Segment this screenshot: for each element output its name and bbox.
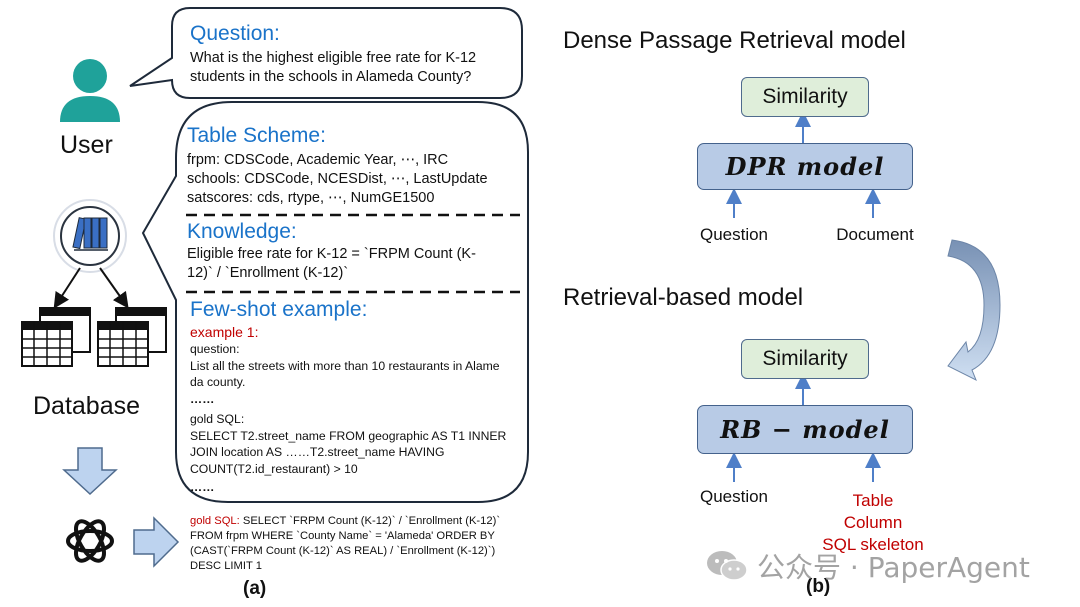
output-sql-1: SELECT `FRPM Count (K-12)` / `Enrollment… — [239, 515, 501, 527]
example-sql-1: SELECT T2.street_name FROM geographic AS… — [190, 428, 507, 443]
dpr-input-document: Document — [836, 225, 914, 244]
rb-input-structure: Table Column SQL skeleton — [808, 490, 938, 556]
right-arrow — [133, 516, 180, 568]
caption-b: (b) — [806, 576, 831, 597]
ellipsis-2: …… — [190, 480, 215, 494]
context-bubble — [141, 101, 529, 503]
gold-sql-label: gold SQL: — [190, 412, 245, 426]
watermark: 公众号 · PaperAgent — [705, 546, 1030, 586]
output-sql-block: gold SQL: SELECT `FRPM Count (K-12)` / `… — [190, 514, 500, 574]
question-label: question: — [190, 342, 240, 356]
knowledge-heading: Knowledge: — [187, 220, 297, 243]
dpr-model-box: DPR model — [697, 143, 913, 190]
caption-a: (a) — [243, 578, 267, 599]
rb-title: Retrieval-based model — [563, 284, 804, 311]
output-sql-3: (CAST(`FRPM Count (K-12)` AS REAL) / `En… — [190, 545, 496, 557]
table-icon-right — [97, 307, 167, 367]
output-sql-4: DESC LIMIT 1 — [190, 560, 262, 572]
rb-input-question: Question — [699, 487, 769, 506]
user-icon — [60, 59, 120, 122]
output-sql-2: FROM frpm WHERE `County Name` = 'Alameda… — [190, 530, 495, 542]
example-question-2: da county. — [190, 375, 246, 389]
knowledge-block: Knowledge: Eligible free rate for K-12 =… — [187, 220, 476, 283]
watermark-text: 公众号 · PaperAgent — [757, 551, 1030, 584]
output-gold-label: gold SQL: — [190, 515, 240, 527]
few-shot-block: Few-shot example: example 1: question: L… — [190, 298, 506, 496]
question-bubble — [129, 7, 523, 99]
example-sql-3: COUNT(T2.id_restaurant) > 10 — [190, 461, 358, 476]
table-icon-left — [21, 307, 91, 367]
question-text-2: students in the schools in Alameda Count… — [190, 69, 472, 85]
dpr-title: Dense Passage Retrieval model — [563, 27, 906, 54]
rb-similarity-box: Similarity — [741, 339, 869, 379]
example-label: example 1: — [190, 324, 259, 340]
user-label: User — [60, 131, 113, 159]
example-question-1: List all the streets with more than 10 r… — [190, 358, 500, 373]
rb-model-box: RB − model — [697, 405, 913, 454]
library-icon — [53, 199, 127, 273]
rb-input-table: Table — [852, 491, 894, 510]
question-block: Question: What is the highest eligible f… — [190, 22, 476, 87]
llm-logo-icon — [66, 519, 114, 563]
question-heading: Question: — [190, 22, 280, 45]
rb-input-column: Column — [843, 513, 903, 532]
rb-input-sql-skeleton: SQL skeleton — [822, 535, 924, 554]
table-scheme-heading: Table Scheme: — [187, 124, 326, 147]
wechat-icon — [707, 551, 748, 581]
database-label: Database — [33, 392, 141, 420]
dpr-input-question: Question — [699, 225, 769, 244]
table-scheme-line: satscores: cds, rtype, ⋯, NumGE1500 — [187, 190, 435, 206]
knowledge-line-2: 12)` / `Enrollment (K-12)` — [187, 265, 349, 281]
example-sql-2: JOIN location AS ……T2.street_name HAVING — [190, 445, 445, 459]
question-text-1: What is the highest eligible free rate f… — [190, 50, 477, 66]
few-shot-heading: Few-shot example: — [190, 298, 368, 321]
curved-arrow — [947, 239, 1001, 382]
ellipsis-1: …… — [190, 391, 215, 406]
knowledge-line-1: Eligible free rate for K-12 = `FRPM Coun… — [187, 246, 476, 262]
dpr-similarity-box: Similarity — [741, 77, 869, 117]
down-arrow — [62, 447, 118, 496]
table-scheme-line: schools: CDSCode, NCESDist, ⋯, LastUpdat… — [187, 171, 488, 187]
table-scheme-block: Table Scheme: frpm: CDSCode, Academic Ye… — [187, 124, 488, 208]
table-scheme-line: frpm: CDSCode, Academic Year, ⋯, IRC — [187, 152, 449, 168]
